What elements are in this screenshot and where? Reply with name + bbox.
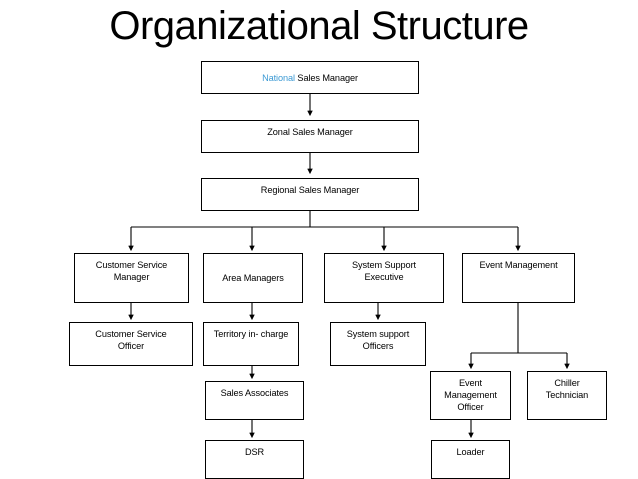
node-system-support-officers[interactable]: System support Officers bbox=[330, 322, 426, 366]
page-title: Organizational Structure bbox=[109, 4, 529, 48]
node-label: National Sales Manager bbox=[202, 72, 418, 84]
node-label: Sales Associates bbox=[220, 388, 289, 398]
node-label: Area Managers bbox=[222, 273, 284, 283]
node-area-managers[interactable]: Area Managers bbox=[203, 253, 303, 303]
node-label: Customer Service Manager bbox=[95, 260, 168, 282]
node-system-support-executive[interactable]: System Support Executive bbox=[324, 253, 444, 303]
node-zonal-sales-manager[interactable]: Zonal Sales Manager bbox=[201, 120, 419, 153]
node-sales-associates[interactable]: Sales Associates bbox=[205, 381, 304, 420]
node-label-rest: Sales Manager bbox=[294, 72, 358, 83]
node-event-management-officer[interactable]: Event Management Officer bbox=[430, 371, 511, 420]
node-chiller-technician[interactable]: Chiller Technician bbox=[527, 371, 607, 420]
node-label: Zonal Sales Manager bbox=[267, 127, 353, 137]
node-label: System Support Executive bbox=[352, 260, 416, 282]
node-customer-service-officer[interactable]: Customer Service Officer bbox=[69, 322, 193, 366]
node-regional-sales-manager[interactable]: Regional Sales Manager bbox=[201, 178, 419, 211]
node-label: System support Officers bbox=[346, 329, 410, 351]
node-territory-in-charge[interactable]: Territory in- charge bbox=[203, 322, 299, 366]
node-event-management[interactable]: Event Management bbox=[462, 253, 575, 303]
node-loader[interactable]: Loader bbox=[431, 440, 510, 479]
node-label: Regional Sales Manager bbox=[260, 185, 360, 195]
node-label: Loader bbox=[456, 447, 485, 457]
node-national-sales-manager[interactable]: National Sales Manager bbox=[201, 61, 419, 94]
node-label: Customer Service Officer bbox=[95, 329, 167, 351]
node-label: DSR bbox=[244, 447, 265, 457]
node-label: Chiller Technician bbox=[545, 378, 589, 400]
node-dsr[interactable]: DSR bbox=[205, 440, 304, 479]
node-label-accent: National bbox=[262, 72, 295, 83]
node-label: Territory in- charge bbox=[213, 329, 289, 339]
node-customer-service-manager[interactable]: Customer Service Manager bbox=[74, 253, 189, 303]
node-label: Event Management bbox=[479, 260, 558, 270]
node-label: Event Management Officer bbox=[444, 378, 497, 412]
